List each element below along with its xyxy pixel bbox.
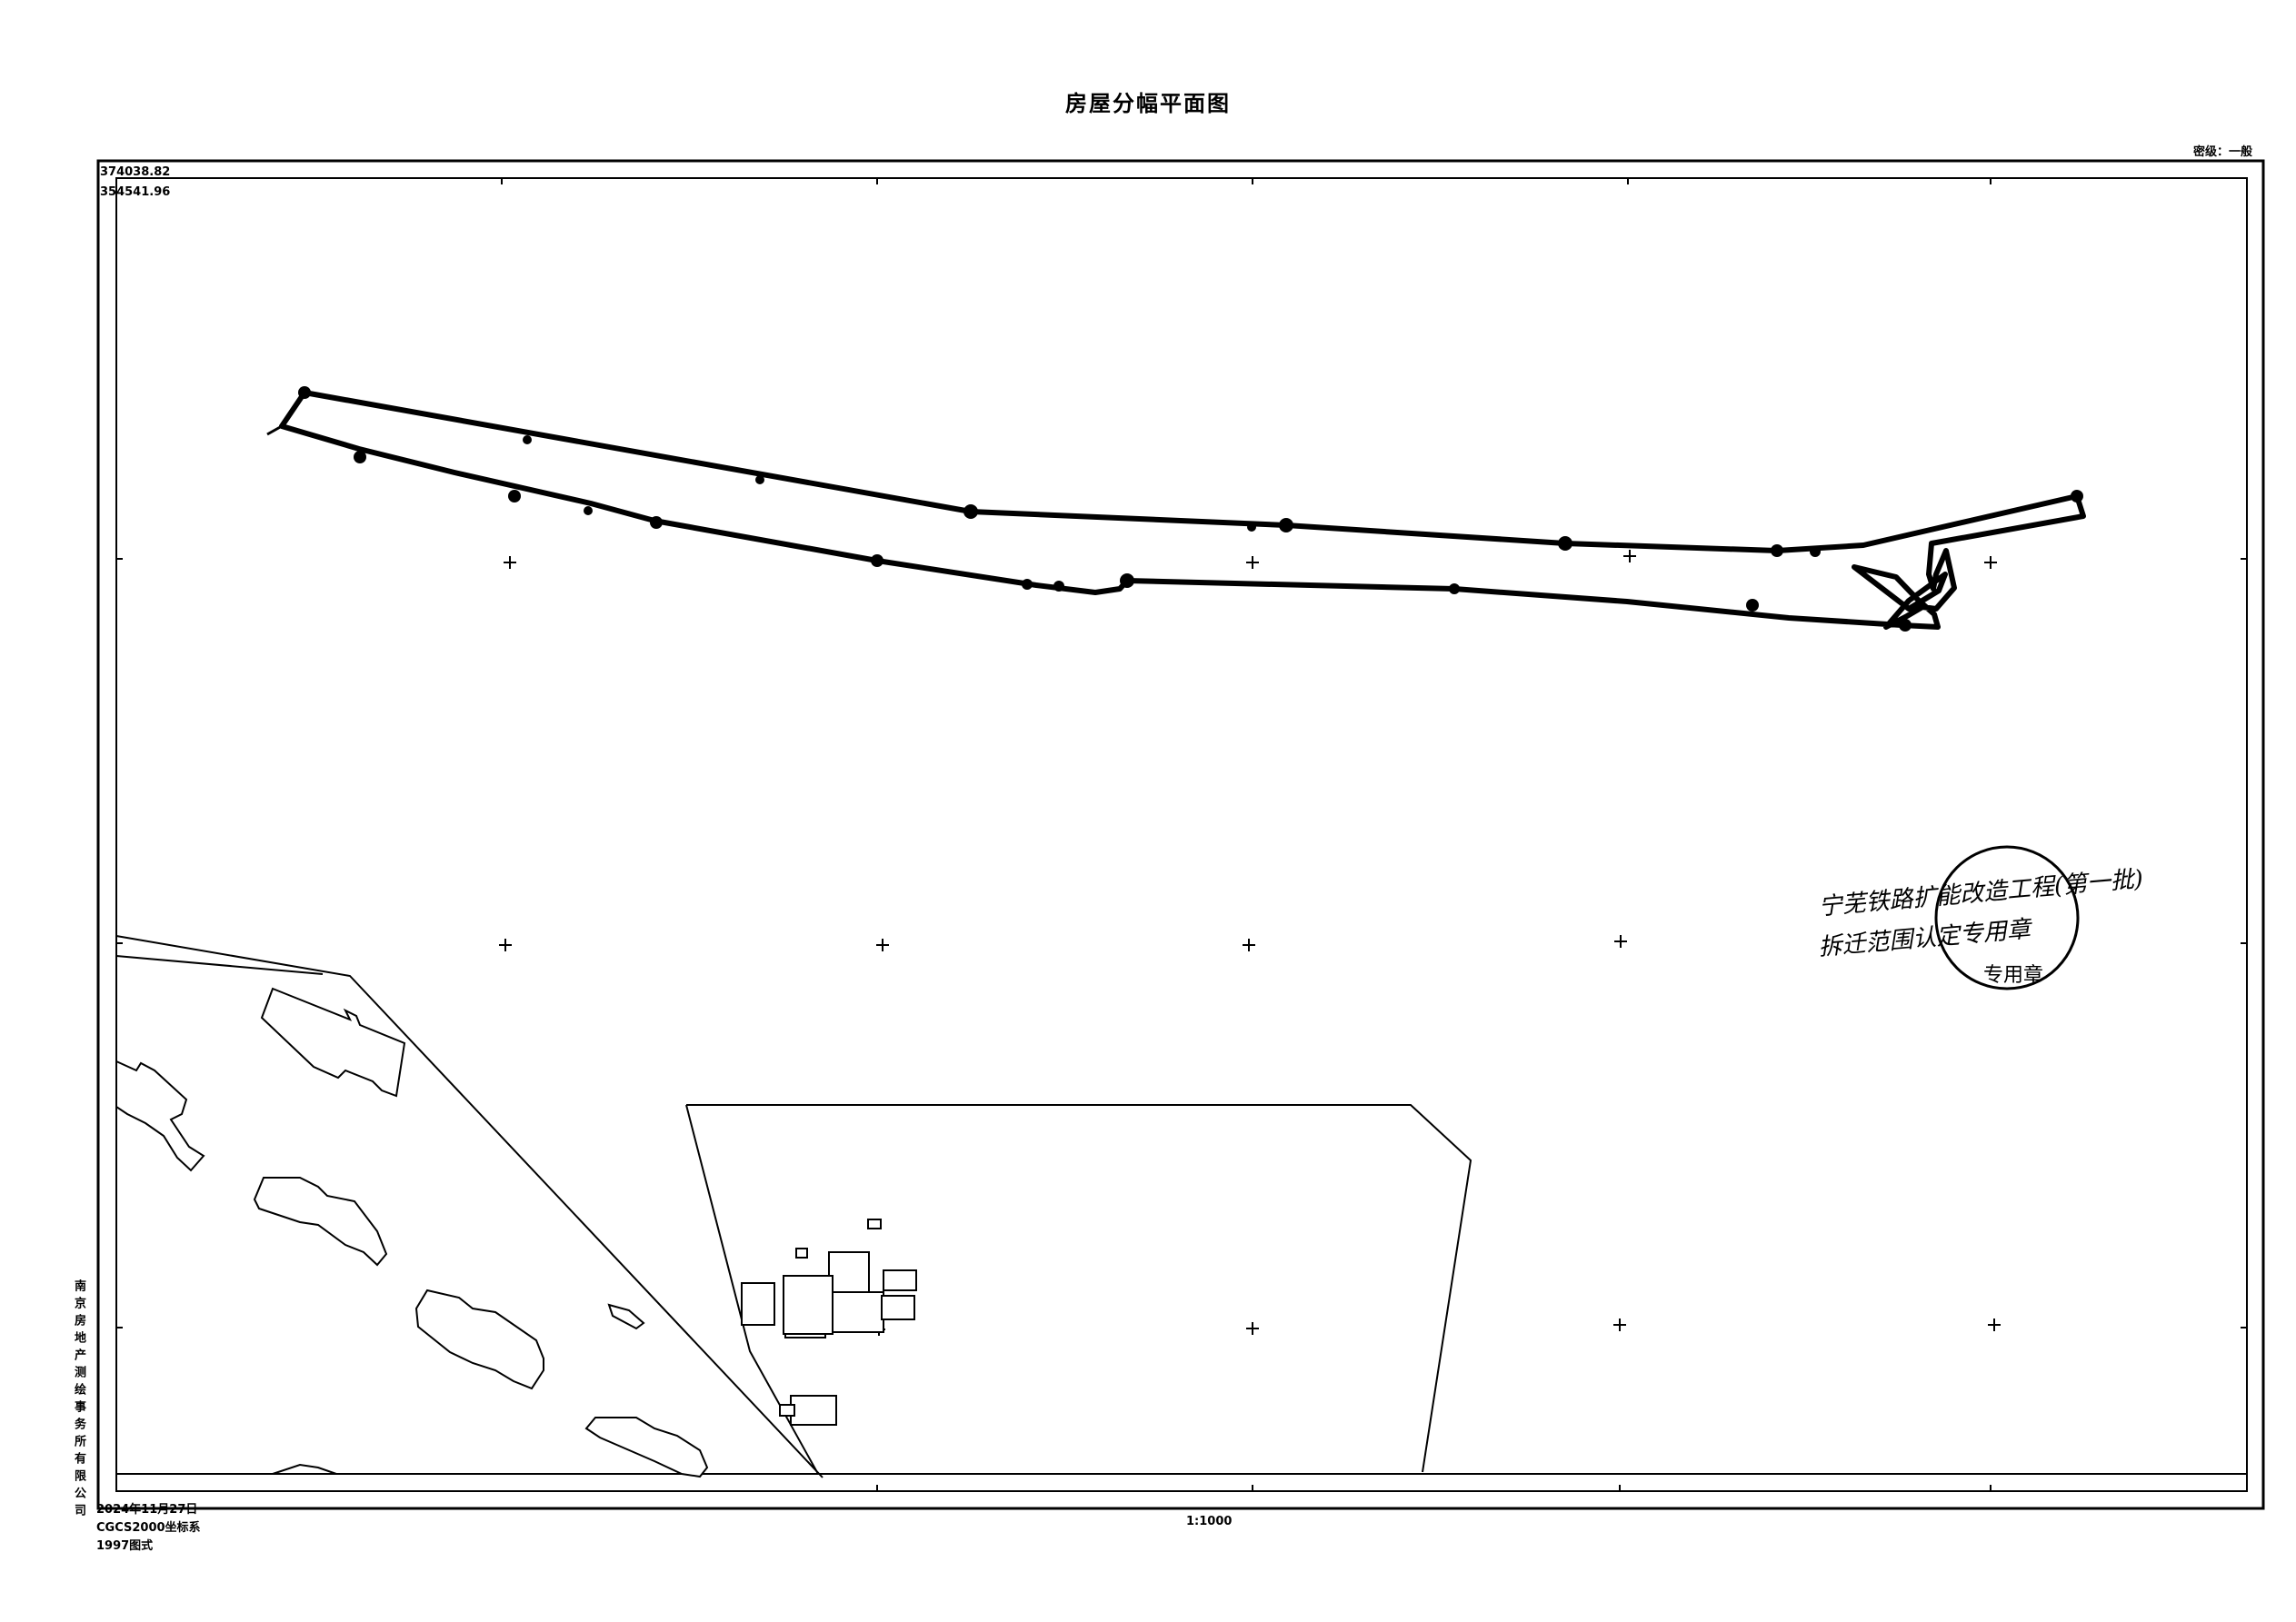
- certification-stamp: 专用章 宁芜铁路扩能改造工程(第一批) 拆迁范围认定专用章: [1817, 836, 2144, 1000]
- coord-x: 374038.82: [100, 165, 171, 179]
- seal-icon: 专用章: [1934, 845, 2080, 990]
- coord-y: 354541.96: [100, 185, 171, 199]
- small-houses: [741, 1219, 917, 1426]
- inner-frame: [115, 177, 2248, 1492]
- surveying-company: 南京房地产测绘事务所有限公司: [72, 1279, 85, 1521]
- road-lines: [115, 935, 2247, 1478]
- coordinate-system: CGCS2000坐标系: [96, 1521, 201, 1535]
- railway-parcel-boundary: [279, 390, 2086, 630]
- survey-date: 2024年11月27日: [96, 1503, 198, 1517]
- boundary-vertices: [298, 386, 2083, 632]
- building-4: [414, 1289, 544, 1390]
- railway-end-tick: [266, 424, 283, 436]
- building-3: [253, 1177, 388, 1267]
- footer-info: 2024年11月27日 CGCS2000坐标系 1997图式: [96, 1501, 201, 1556]
- building-7: [607, 1303, 645, 1330]
- security-level: 密级：一般: [2192, 145, 2252, 159]
- grid-crosses: [499, 550, 2001, 1336]
- outer-frame: [96, 159, 2265, 1510]
- seal-text: 专用章: [1983, 964, 2043, 987]
- building-5: [584, 1417, 709, 1478]
- map-title: 房屋分幅平面图: [1065, 91, 1231, 116]
- building-1: [260, 987, 406, 1098]
- frame-ticks: [116, 178, 2247, 1491]
- building-6: [272, 1463, 337, 1475]
- building-2: [115, 1060, 205, 1172]
- map-scale: 1:1000: [1186, 1515, 1233, 1528]
- residential-buildings: [115, 987, 709, 1478]
- map-edition: 1997图式: [96, 1539, 154, 1553]
